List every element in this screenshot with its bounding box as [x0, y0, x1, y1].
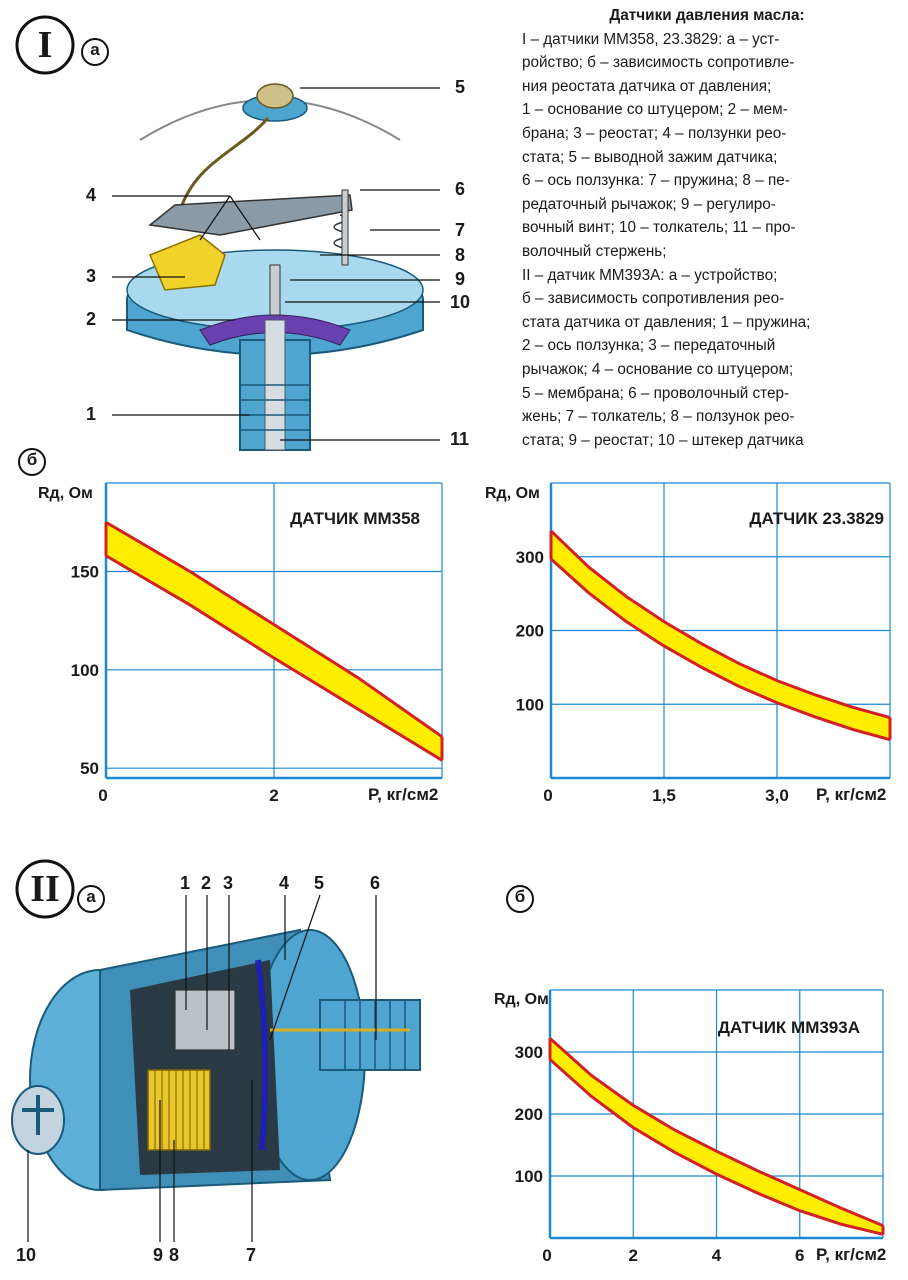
callout-2-2: 2	[201, 873, 212, 893]
legend-description: Датчики давления масла: I – датчики ММ35…	[522, 4, 892, 452]
y-axis-label: Rд, Ом	[38, 485, 93, 502]
y-tick-label: 300	[515, 1043, 543, 1062]
series-lower-line	[105, 554, 443, 762]
description-line: вочный винт; 10 – толкатель; 11 – про-	[522, 219, 796, 237]
chart-23-3829: ДАТЧИК 23.3829 Rд, Ом P, кг/см2 0 1,5 3,0 100 2…	[485, 482, 892, 805]
tolerance-band	[551, 530, 890, 740]
description-title: Датчики давления масла:	[609, 7, 805, 24]
description-line: брана; 3 – реостат; 4 – ползунки рео-	[522, 124, 787, 142]
callout-2-1: 1	[180, 873, 191, 893]
x-tick-label: 4	[712, 1246, 722, 1265]
callout-2-7: 7	[246, 1245, 257, 1265]
sensor-mm358-illustration	[126, 83, 424, 451]
callout-1-3: 3	[86, 266, 97, 286]
description-line: жень; 7 – толкатель; 8 – ползунок рео-	[522, 408, 795, 426]
y-tick-label: 300	[516, 548, 544, 567]
description-line: ройство; б – зависимость сопротивле-	[522, 54, 795, 72]
description-line: I – датчики ММ358, 23.3829: а – уст-	[522, 30, 780, 48]
section-1-leader-lines	[112, 87, 440, 441]
description-line: стата; 5 – выводной зажим датчика;	[522, 148, 778, 166]
section-2-roman: II	[30, 868, 60, 910]
section-1-badge	[15, 15, 75, 75]
series-upper-line	[105, 521, 443, 738]
callout-1-8: 8	[455, 245, 466, 265]
section-2-sub-a: а	[86, 887, 96, 906]
callout-1-10: 10	[450, 292, 471, 312]
x-axis-label: P, кг/см2	[368, 785, 438, 804]
callout-2-9: 9	[153, 1245, 164, 1265]
description-line: стата; 9 – реостат; 10 – штекер датчика	[522, 431, 804, 449]
callout-2-6: 6	[370, 873, 381, 893]
description-line: II – датчик ММ393А: а – устройство;	[522, 266, 778, 284]
description-line: 6 – ось ползунка: 7 – пружина; 8 – пе-	[522, 172, 790, 190]
section-2-sub-a-badge	[77, 885, 105, 913]
chart-mm393a: ДАТЧИК ММ393А Rд, Ом P, кг/см2 0 2 4 6 100 200 30…	[494, 989, 886, 1265]
description-line: стата датчика от давления; 1 – пружина;	[522, 313, 811, 331]
section-2-sub-b-badge	[506, 885, 534, 913]
x-tick-label: 3,0	[765, 786, 789, 805]
sensor-mm393a-illustration	[11, 928, 421, 1192]
section-1-sub-a: а	[90, 40, 100, 59]
chart-title: ДАТЧИК 23.3829	[749, 509, 884, 528]
y-tick-label: 200	[516, 622, 544, 641]
section-1-sub-b-badge	[18, 448, 46, 476]
series-upper-line	[549, 529, 891, 719]
series-upper-line	[549, 1037, 884, 1227]
callout-1-11: 11	[450, 429, 470, 449]
x-tick-label: 6	[795, 1246, 804, 1265]
description-line: 5 – мембрана; 6 – проволочный стер-	[522, 384, 790, 402]
callout-1-6: 6	[455, 179, 466, 199]
y-axis-label: Rд, Ом	[485, 485, 540, 502]
description-line: рычажок; 4 – основание со штуцером;	[522, 360, 794, 378]
callout-2-10: 10	[16, 1245, 37, 1265]
section-2-leader-lines	[27, 894, 377, 1242]
chart-title: ДАТЧИК ММ393А	[718, 1018, 860, 1037]
callout-1-7: 7	[455, 220, 466, 240]
y-axis-label: Rд, Ом	[494, 991, 549, 1008]
y-tick-label: 100	[516, 695, 544, 714]
x-tick-label: 2	[269, 786, 278, 805]
y-tick-label: 50	[80, 759, 99, 778]
description-line: редаточный рычажок; 9 – регулиро-	[522, 195, 776, 213]
tolerance-band	[550, 1038, 883, 1235]
chart-mm358: ДАТЧИК ММ358 Rд, Ом P, кг/см2 0 2 50 100 150	[38, 482, 444, 805]
description-line: волочный стержень;	[522, 242, 667, 260]
y-tick-label: 150	[71, 563, 99, 582]
description-line: 1 – основание со штуцером; 2 – мем-	[522, 101, 788, 119]
callout-2-5: 5	[314, 873, 325, 893]
section-2-sub-b: б	[514, 887, 526, 906]
x-tick-label: 2	[629, 1246, 638, 1265]
section-1-sub-b: б	[26, 450, 38, 469]
x-axis-label: P, кг/см2	[816, 785, 886, 804]
description-line: ния реостата датчика от давления;	[522, 77, 772, 95]
callout-2-4: 4	[279, 873, 290, 893]
callout-1-2: 2	[86, 309, 97, 329]
description-line: б – зависимость сопротивления рео-	[522, 290, 785, 308]
callout-1-4: 4	[86, 185, 97, 205]
section-2-badge	[15, 859, 75, 919]
x-tick-label: 0	[98, 786, 107, 805]
tolerance-band	[106, 522, 442, 761]
x-axis-label: P, кг/см2	[816, 1245, 886, 1264]
callout-1-1: 1	[86, 404, 97, 424]
x-tick-label: 0	[543, 786, 552, 805]
callout-1-5: 5	[455, 77, 466, 97]
y-tick-label: 100	[71, 661, 99, 680]
section-1-sub-a-badge	[81, 38, 109, 66]
x-tick-label: 1,5	[652, 786, 676, 805]
section-1-roman: I	[37, 24, 53, 66]
y-tick-label: 100	[515, 1167, 543, 1186]
series-lower-line	[549, 557, 891, 742]
y-tick-label: 200	[515, 1105, 543, 1124]
callout-2-8: 8	[169, 1245, 180, 1265]
callout-1-9: 9	[455, 269, 466, 289]
series-lower-line	[549, 1058, 884, 1236]
x-tick-label: 0	[542, 1246, 551, 1265]
chart-title: ДАТЧИК ММ358	[290, 509, 420, 528]
description-line: 2 – ось ползунка; 3 – передаточный	[522, 337, 776, 355]
callout-2-3: 3	[223, 873, 234, 893]
